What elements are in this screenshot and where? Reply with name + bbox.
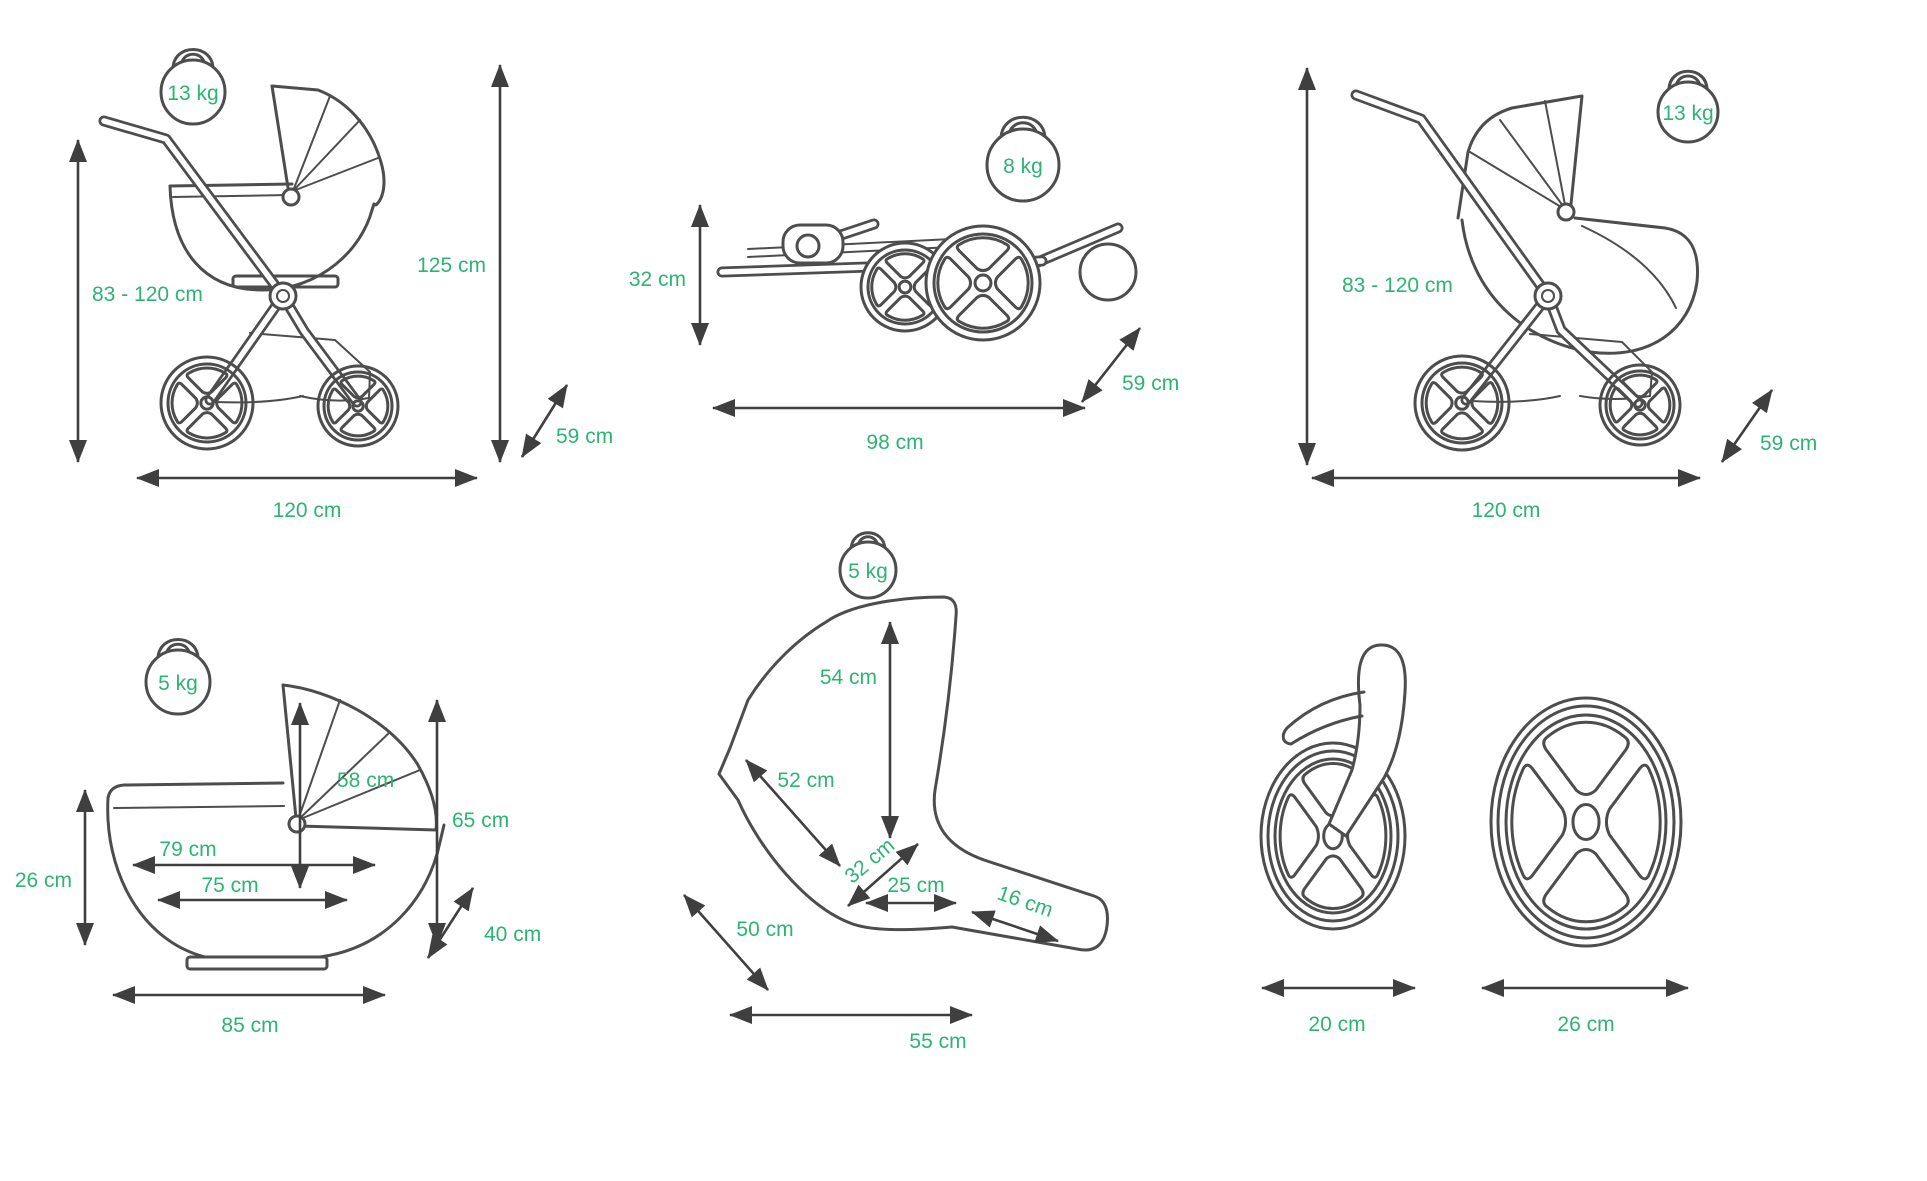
seat-length-label: 55 cm: [909, 1030, 966, 1053]
seat-backrest-height-arrow: 54 cm: [820, 621, 899, 839]
panel-pushchair: 13 kg: [1298, 67, 1817, 522]
folded-weight-label: 8 kg: [1003, 155, 1043, 178]
front-wheel-icon: [159, 355, 255, 451]
panel-folded-frame: 8 kg 32 cm: [629, 115, 1179, 454]
seat-footrest-label: 16 cm: [994, 882, 1056, 922]
kettlebell-icon: 13 kg: [159, 48, 227, 126]
rear-wheel-icon: [1413, 354, 1511, 452]
panel-carrycot: 5 kg 26 cm 58 cm 79 cm 75 cm: [15, 638, 541, 1037]
carrycot-hood-height-label: 58 cm: [337, 769, 394, 792]
carrycot-hood-height-arrow: 58 cm: [291, 702, 394, 889]
carrycot-length-arrow: 85 cm: [112, 986, 386, 1037]
rear-wheel-illustration: [1489, 696, 1683, 948]
pushchair-width-label: 59 cm: [1760, 432, 1817, 455]
rear-wheel-diameter-label: 26 cm: [1557, 1013, 1614, 1036]
pram-handle-height-label: 83 - 120 cm: [92, 283, 203, 306]
pram-weight-label: 13 kg: [167, 82, 218, 105]
seat-side-length-arrow: 50 cm: [683, 894, 794, 991]
kettlebell-icon: 5 kg: [144, 638, 212, 716]
pram-length-label: 120 cm: [273, 499, 342, 522]
folded-width-label: 59 cm: [1122, 372, 1179, 395]
folded-front-wheel-icon: [924, 224, 1042, 342]
front-swivel-wheel-illustration: [1259, 643, 1407, 931]
carrycot-weight-label: 5 kg: [158, 672, 198, 695]
carrycot-height-label: 65 cm: [452, 809, 509, 832]
pram-handle-height-arrow: 83 - 120 cm: [69, 139, 203, 463]
front-wheel-diameter-arrow: 20 cm: [1261, 979, 1416, 1036]
rear-wheel-icon: [316, 364, 400, 448]
pushchair-handle-height-label: 83 - 120 cm: [1342, 274, 1453, 297]
carrycot-height-arrow: 65 cm: [428, 699, 509, 946]
panel-wheels: 20 cm 26 cm: [1259, 643, 1689, 1036]
kettlebell-icon: 13 kg: [1656, 69, 1720, 144]
seat-width-label: 25 cm: [887, 874, 944, 897]
carrycot-base-length-arrow: 75 cm: [157, 874, 348, 909]
front-wheel-icon: [1598, 363, 1682, 447]
seat-side-length-label: 50 cm: [736, 918, 793, 941]
carrycot-depth-label: 26 cm: [15, 869, 72, 892]
pushchair-length-label: 120 cm: [1472, 499, 1541, 522]
carrycot-width-arrow: 40 cm: [426, 887, 541, 959]
kettlebell-icon: 5 kg: [838, 531, 898, 600]
seat-backrest-diagonal-label: 52 cm: [777, 769, 834, 792]
kettlebell-icon: 8 kg: [985, 115, 1061, 203]
pram-illustration: [98, 84, 400, 451]
seat-backrest-diagonal-arrow: 52 cm: [745, 759, 841, 867]
carrycot-inner-length-label: 79 cm: [159, 838, 216, 861]
seat-length-arrow: 55 cm: [729, 1006, 973, 1053]
pram-length-arrow: 120 cm: [136, 469, 478, 522]
pushchair-weight-label: 13 kg: [1662, 102, 1713, 125]
seat-width-arrow: 25 cm: [865, 874, 957, 912]
folded-height-arrow: 32 cm: [629, 204, 709, 346]
panel-seat-unit: 5 kg 54 cm 52 cm 32 cm 25 cm 16 cm 50 cm: [683, 531, 1109, 1053]
folded-width-arrow: 59 cm: [1080, 327, 1179, 403]
folded-height-label: 32 cm: [629, 268, 686, 291]
carrycot-illustration: [106, 683, 446, 971]
folded-length-arrow: 98 cm: [712, 399, 1086, 454]
pushchair-handle-height-arrow: 83 - 120 cm: [1298, 67, 1453, 466]
pushchair-width-arrow: 59 cm: [1720, 389, 1817, 463]
rear-wheel-diameter-arrow: 26 cm: [1481, 979, 1689, 1036]
folded-length-label: 98 cm: [866, 431, 923, 454]
pram-height-arrow: 125 cm: [417, 64, 509, 463]
seat-backrest-height-label: 54 cm: [820, 666, 877, 689]
pram-height-label: 125 cm: [417, 254, 486, 277]
pram-width-label: 59 cm: [556, 425, 613, 448]
carrycot-base-length-label: 75 cm: [201, 874, 258, 897]
folded-frame-illustration: [716, 218, 1138, 342]
panel-pram-side: 13 kg: [69, 48, 613, 522]
front-wheel-diameter-label: 20 cm: [1308, 1013, 1365, 1036]
carrycot-depth-arrow: 26 cm: [15, 789, 94, 946]
pushchair-length-arrow: 120 cm: [1311, 469, 1701, 522]
carrycot-width-label: 40 cm: [484, 923, 541, 946]
pram-width-arrow: 59 cm: [520, 384, 613, 458]
carrycot-length-label: 85 cm: [221, 1014, 278, 1037]
seat-weight-label: 5 kg: [848, 560, 888, 583]
carrycot-inner-length-arrow: 79 cm: [132, 838, 376, 874]
pushchair-illustration: [1350, 89, 1700, 452]
